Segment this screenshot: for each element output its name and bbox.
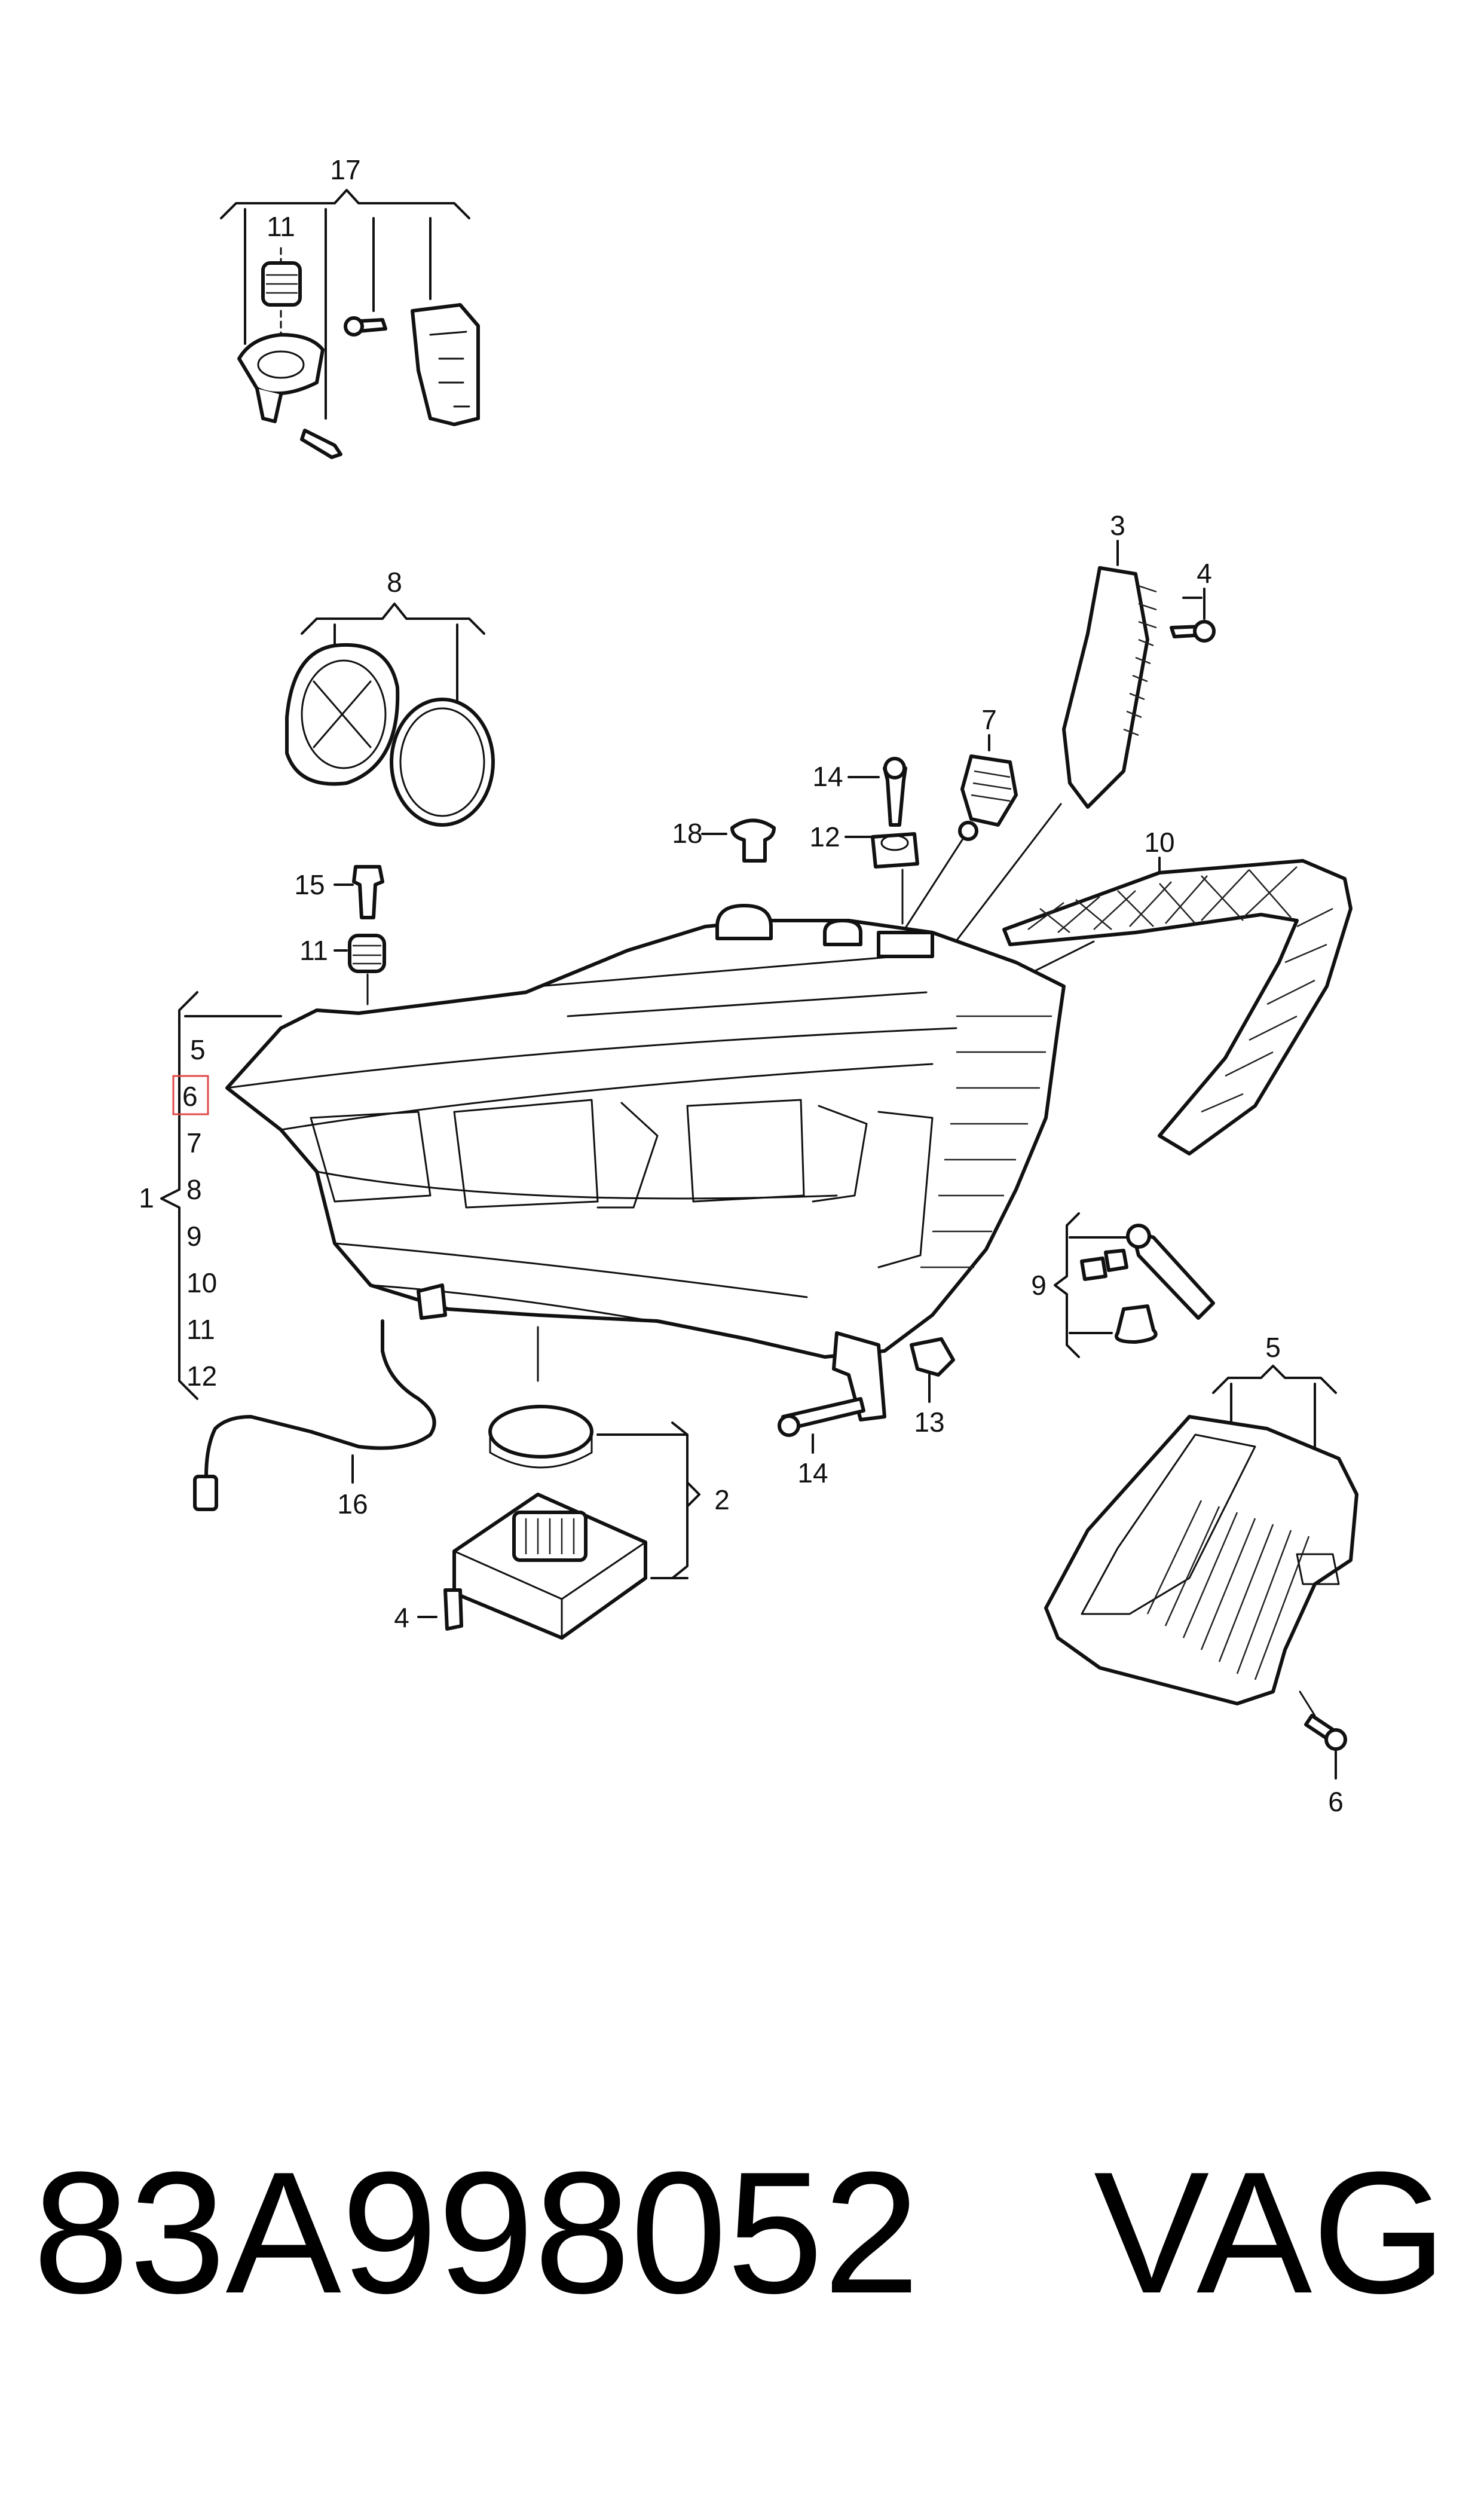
- part-3-vent-strip: [943, 540, 1216, 958]
- part-16-cable: [193, 1319, 436, 1511]
- bulb-socket: [237, 333, 325, 395]
- screw-15: [352, 865, 384, 919]
- label-13: 13: [914, 1407, 944, 1438]
- part-2-ballast: [417, 1405, 700, 1640]
- label-7: 7: [981, 704, 997, 735]
- part-10-trim: [1002, 857, 1353, 1155]
- sublabel-8: 8: [186, 1174, 202, 1205]
- sublabel-10: 10: [186, 1267, 217, 1298]
- label-6: 6: [1328, 1786, 1344, 1817]
- mounting-bracket: [411, 303, 480, 426]
- top-fasteners: [701, 757, 919, 925]
- left-fasteners: [333, 865, 386, 1005]
- clip-13: [910, 1337, 955, 1377]
- part-group-9: [1054, 1212, 1215, 1358]
- seal-ring-2: [488, 1405, 593, 1459]
- label-10: 10: [1144, 827, 1174, 858]
- label-16: 16: [337, 1488, 368, 1520]
- part-number: 83A998052: [33, 2136, 920, 2329]
- label-18: 18: [672, 818, 702, 849]
- part-7-connector: [901, 734, 1018, 934]
- label-2: 2: [714, 1484, 730, 1515]
- cap-11: [348, 934, 386, 973]
- plug-18: [730, 818, 776, 863]
- sublabel-5: 5: [190, 1034, 206, 1065]
- part-5-light-guide: [1044, 1365, 1358, 1780]
- callout-labels: 17 11 8 3 4 7 14 12 18 10 15 11 1 5 6 7 …: [139, 154, 1344, 1817]
- sublabel-12: 12: [186, 1361, 217, 1392]
- part-group-8: [285, 603, 495, 827]
- label-11-top: 11: [267, 211, 295, 242]
- sublabel-9: 9: [186, 1221, 202, 1252]
- label-17: 17: [330, 154, 360, 185]
- label-4-top: 4: [1197, 558, 1212, 589]
- sublabel-7: 7: [186, 1127, 202, 1158]
- label-8: 8: [387, 567, 402, 598]
- highlight-box-6: [172, 1075, 209, 1115]
- headlight-assembly: [225, 904, 1066, 1421]
- label-4-bottom: 4: [394, 1602, 409, 1633]
- label-9: 9: [1031, 1270, 1047, 1301]
- seal-ring: [390, 698, 495, 827]
- label-11-mid: 11: [299, 935, 328, 966]
- label-15: 15: [294, 869, 325, 900]
- label-3: 3: [1110, 510, 1125, 541]
- exploded-view-drawing: 17 11 8 3 4 7 14 12 18 10 15 11 1 5 6 7 …: [139, 154, 1358, 1817]
- screw-17: [300, 429, 342, 459]
- sublabel-6: 6: [182, 1081, 198, 1112]
- label-5: 5: [1265, 1332, 1281, 1363]
- part-1-bracket: [160, 991, 282, 1400]
- brand-name: VAG: [1094, 2136, 1447, 2329]
- part-group-17: [220, 189, 480, 459]
- bottom-fasteners: [778, 1337, 955, 1454]
- label-14-bottom: 14: [797, 1457, 828, 1488]
- sublabel-11: 11: [186, 1314, 215, 1345]
- label-12: 12: [809, 821, 840, 852]
- label-14-top: 14: [812, 761, 843, 792]
- label-1: 1: [139, 1182, 154, 1213]
